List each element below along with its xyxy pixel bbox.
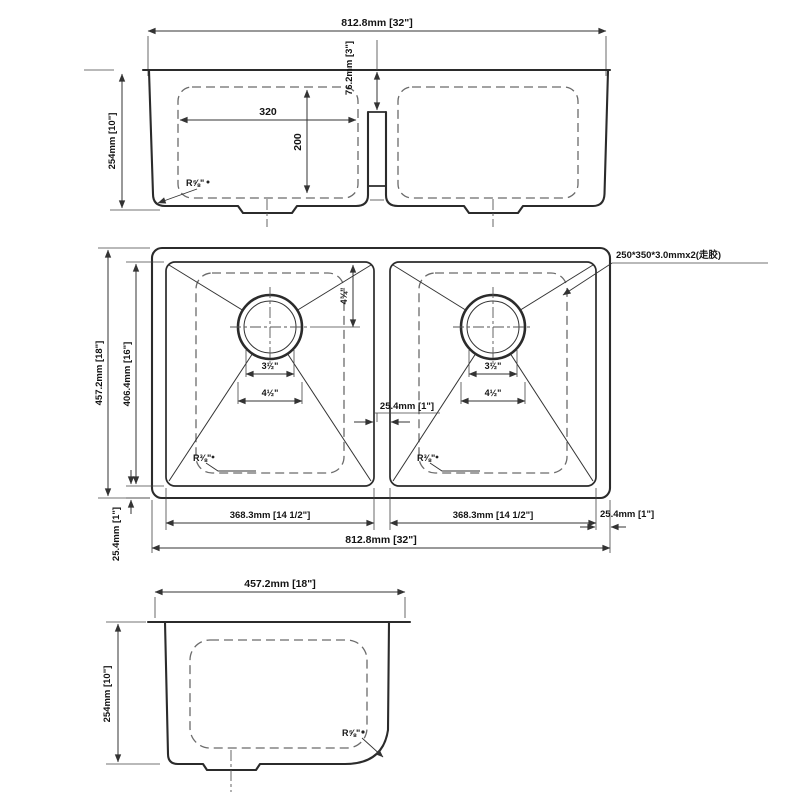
pad-note-label: 250*350*3.0mmx2(走胶)	[616, 249, 721, 261]
plan-outer-rim	[150, 246, 612, 500]
side-body-outline	[163, 620, 391, 772]
front-divider	[368, 111, 386, 201]
leader-dot	[435, 455, 439, 459]
drain-offset-label: 4¾"	[339, 288, 349, 305]
plan-view: 3½" 4½" 3½" 4½" 4¾" R⅜"	[94, 246, 768, 561]
plan-right-bowl	[389, 261, 597, 487]
right-drain-diameter-label: 3½"	[485, 361, 502, 371]
front-elevation-view: 812.8mm [32"] 254mm [10"] 320	[84, 17, 612, 227]
plan-left-drain	[230, 287, 310, 367]
dim-bottom-edge-margin: 25.4mm [1"]	[111, 470, 164, 561]
front-right-bowl-outline	[384, 69, 610, 215]
front-divider-depth-label: 76.2mm [3"]	[344, 41, 355, 95]
dim-plan-overall-width: 812.8mm [32"]	[151, 534, 611, 552]
bottom-edge-margin-label: 25.4mm [1"]	[111, 507, 122, 561]
front-left-bowl-outline	[147, 69, 370, 215]
plan-inner-height-label: 406.4mm [16"]	[122, 342, 133, 407]
dim-front-base-width: 320	[179, 106, 357, 124]
front-depth-label: 254mm [10"]	[107, 113, 118, 170]
plan-left-pad-dashed	[195, 272, 345, 474]
pad-note-callout: 250*350*3.0mmx2(走胶)	[562, 249, 768, 296]
front-base-width-label: 320	[259, 106, 277, 118]
dim-right-drain-flange: 4½"	[460, 382, 526, 405]
leader-dot	[211, 455, 215, 459]
dim-side-width: 457.2mm [18"]	[154, 578, 406, 618]
dim-front-divider-depth: 76.2mm [3"]	[344, 40, 381, 111]
left-radius-label: R⅜"	[193, 453, 211, 463]
right-radius-label: R⅜"	[417, 453, 435, 463]
dim-plan-inner-height: 406.4mm [16"]	[122, 261, 164, 485]
dim-left-drain-diameter: 3½"	[245, 350, 295, 378]
dim-front-base-height: 200	[292, 89, 311, 194]
side-elevation-view: 457.2mm [18"] 254mm [10"] R⅝"	[102, 578, 412, 792]
dim-drain-offset: 4¾"	[310, 264, 360, 328]
dim-left-drain-flange: 4½"	[237, 382, 303, 405]
side-depth-label: 254mm [10"]	[102, 666, 113, 723]
front-left-bowl-base-dashed	[177, 86, 359, 199]
front-overall-width-label: 812.8mm [32"]	[341, 17, 413, 29]
left-drain-flange-label: 4½"	[262, 388, 279, 398]
dim-right-edge-margin: 25.4mm [1"]	[580, 509, 654, 531]
plan-right-radius-callout: R⅜"	[417, 453, 480, 472]
plan-right-drain	[453, 287, 533, 367]
side-pad-dashed	[189, 639, 368, 749]
leader-dot	[361, 730, 365, 734]
dim-right-drain-diameter: 3½"	[468, 350, 518, 378]
left-drain-diameter-label: 3½"	[262, 361, 279, 371]
front-corner-radius-callout: R⅝"	[157, 178, 210, 204]
plan-overall-height-label: 457.2mm [18"]	[94, 341, 105, 406]
right-edge-margin-label: 25.4mm [1"]	[600, 509, 654, 520]
divider-width-label: 25.4mm [1"]	[380, 401, 434, 412]
dim-right-bowl-width: 368.3mm [14 1/2"]	[389, 510, 597, 527]
side-width-label: 457.2mm [18"]	[244, 578, 316, 590]
front-right-bowl-base-dashed	[397, 86, 579, 199]
dim-divider-width: 25.4mm [1"]	[354, 401, 440, 426]
plan-right-pad-dashed	[418, 272, 568, 474]
side-corner-radius-label: R⅝"	[342, 728, 360, 738]
dim-side-depth: 254mm [10"]	[102, 621, 160, 765]
dim-left-bowl-width: 368.3mm [14 1/2"]	[165, 510, 375, 527]
dim-plan-overall-height: 457.2mm [18"]	[94, 247, 150, 499]
side-corner-radius-callout: R⅝"	[342, 728, 384, 758]
left-bowl-width-label: 368.3mm [14 1/2"]	[230, 510, 311, 521]
right-drain-flange-label: 4½"	[485, 388, 502, 398]
dim-front-depth: 254mm [10"]	[107, 73, 160, 211]
right-bowl-width-label: 368.3mm [14 1/2"]	[453, 510, 534, 521]
plan-left-radius-callout: R⅜"	[193, 453, 256, 472]
plan-overall-width-label: 812.8mm [32"]	[345, 534, 417, 546]
plan-left-bowl	[165, 261, 375, 487]
front-base-height-label: 200	[292, 133, 304, 151]
dim-front-overall-width: 812.8mm [32"]	[147, 17, 607, 76]
leader-dot	[206, 180, 210, 184]
front-corner-radius-label: R⅝"	[186, 178, 204, 188]
